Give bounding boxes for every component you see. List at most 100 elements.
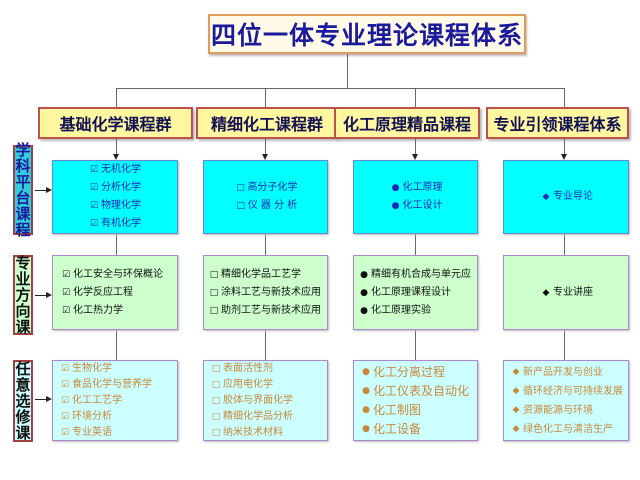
connector-col4 bbox=[564, 88, 565, 107]
circle-bullet-icon: ● bbox=[360, 305, 368, 316]
course-name: 高分子化学 bbox=[247, 182, 298, 193]
label-char: 意 bbox=[15, 376, 31, 394]
square-bullet-icon: □ bbox=[236, 183, 245, 193]
course-name: 专业讲座 bbox=[553, 286, 593, 298]
course-item: ●化工仪表及自动化 bbox=[359, 382, 477, 401]
course-item: ☑专业英语 bbox=[58, 425, 177, 441]
course-item: □应用电化学 bbox=[209, 377, 327, 393]
column-header-fine-chemical: 精细化工课程群 bbox=[196, 107, 338, 139]
connector-r2-r3-col1 bbox=[116, 330, 117, 360]
course-item: □精细化学品分析 bbox=[209, 409, 327, 425]
circle-bullet-icon: ● bbox=[391, 201, 400, 211]
label-char: 业 bbox=[15, 270, 31, 288]
connector-r1-r2-col4 bbox=[564, 234, 565, 255]
course-item: ☑化学反应工程 bbox=[59, 284, 177, 302]
connector-side-r3 bbox=[35, 399, 46, 400]
connector-r1-r2-col3 bbox=[415, 234, 416, 255]
cell-r2-fine-chemical: □ 精细化学品工艺学 □涂料工艺与新技术应用 □助剂工艺与新技术应用 bbox=[203, 255, 328, 330]
course-name: 纳米技术材料 bbox=[223, 426, 283, 438]
label-char: 任 bbox=[15, 360, 31, 378]
connector-r2-r3-col3 bbox=[415, 330, 416, 360]
course-item: □胶体与界面化学 bbox=[209, 393, 327, 409]
label-char: 课 bbox=[15, 424, 31, 442]
course-name: 胶体与界面化学 bbox=[223, 394, 293, 406]
checkbox-icon: ☑ bbox=[61, 269, 71, 280]
circle-bullet-icon: ● bbox=[362, 385, 370, 396]
course-name: 化工分离过程 bbox=[373, 364, 446, 379]
course-name: 精细化学品分析 bbox=[223, 410, 293, 422]
square-bullet-icon: □ bbox=[209, 305, 219, 316]
course-item: ◆资源能源与环境 bbox=[509, 401, 628, 420]
course-item: ●化工制图 bbox=[359, 401, 477, 420]
course-item: □助剂工艺与新技术应用 bbox=[207, 302, 327, 320]
course-item: ●化工分离过程 bbox=[359, 363, 477, 382]
course-item: ☑有机化学 bbox=[87, 215, 177, 233]
cell-r3-basic-chemistry: ☑生物化学 ☑食品化学与营养学 ☑化工工艺学 ☑环境分析 ☑专业英语 bbox=[52, 360, 178, 441]
course-item: ☑化工热力学 bbox=[59, 302, 177, 320]
square-bullet-icon: □ bbox=[211, 411, 221, 422]
connector-hdr-r1-col2 bbox=[265, 139, 266, 154]
column-header-basic-chemistry: 基础化学课程群 bbox=[38, 107, 193, 139]
diamond-bullet-icon: ◆ bbox=[512, 366, 520, 377]
cell-r1-professional-guide: ◆专业导论 bbox=[503, 160, 629, 234]
label-char: 向 bbox=[15, 302, 31, 320]
connector-col2 bbox=[265, 88, 266, 107]
checkbox-icon: ☑ bbox=[60, 411, 70, 422]
arrow-right-icon bbox=[46, 396, 52, 402]
square-bullet-icon: □ bbox=[211, 427, 221, 438]
square-bullet-icon: □ bbox=[211, 395, 221, 406]
label-char: 平 bbox=[15, 173, 31, 191]
label-char: 课 bbox=[15, 205, 31, 223]
course-name: 应用电化学 bbox=[223, 378, 273, 390]
checkbox-icon: ☑ bbox=[60, 363, 70, 374]
course-name: 化工设备 bbox=[373, 421, 422, 436]
diamond-bullet-icon: ◆ bbox=[512, 423, 520, 434]
arrow-right-icon bbox=[46, 292, 52, 298]
connector-side-r1 bbox=[35, 190, 46, 191]
course-name: 专业英语 bbox=[72, 426, 112, 438]
checkbox-icon: ☑ bbox=[61, 305, 71, 316]
label-char: 课 bbox=[15, 318, 31, 336]
course-item: ☑化工工艺学 bbox=[58, 393, 177, 409]
course-name: 生物化学 bbox=[72, 362, 112, 374]
connector-col3 bbox=[415, 88, 416, 107]
course-name: 精细化学品工艺学 bbox=[221, 268, 301, 280]
course-item: □涂料工艺与新技术应用 bbox=[207, 284, 327, 302]
cell-r2-basic-chemistry: ☑化工安全与环保概论 ☑化学反应工程 ☑化工热力学 bbox=[52, 255, 178, 330]
label-char: 学 bbox=[15, 141, 31, 159]
course-item: ☑化工安全与环保概论 bbox=[59, 266, 177, 284]
diamond-bullet-icon: ◆ bbox=[542, 287, 550, 298]
arrow-down-icon bbox=[113, 154, 119, 160]
diagram-title: 四位一体专业理论课程体系 bbox=[208, 14, 526, 54]
connector-hdr-r1-col1 bbox=[116, 139, 117, 154]
course-name: 助剂工艺与新技术应用 bbox=[221, 304, 321, 316]
course-item: ●化工设计 bbox=[354, 197, 477, 215]
checkbox-icon: ☑ bbox=[60, 427, 70, 438]
course-item: ◆新产品开发与创业 bbox=[509, 363, 628, 382]
course-item: □仪 器 分 析 bbox=[204, 197, 327, 215]
course-name: 化工设计 bbox=[402, 200, 443, 211]
course-name: 化工安全与环保概论 bbox=[73, 268, 163, 280]
cell-r1-basic-chemistry: ☑无机化学 ☑分析化学 ☑物理化学 ☑有机化学 bbox=[52, 160, 178, 234]
course-name: 化工原理 bbox=[402, 182, 443, 193]
connector-r2-r3-col4 bbox=[564, 330, 565, 360]
course-item: ●化工原理实验 bbox=[357, 302, 477, 320]
course-name: 化工制图 bbox=[373, 402, 422, 417]
course-item: ●化工原理课程设计 bbox=[357, 284, 477, 302]
course-item: ☑食品化学与营养学 bbox=[58, 377, 177, 393]
course-name: 表面活性剂 bbox=[223, 362, 273, 374]
circle-bullet-icon: ● bbox=[362, 366, 370, 377]
checkbox-icon: ☑ bbox=[89, 219, 99, 229]
course-item: ◆专业讲座 bbox=[504, 284, 628, 302]
cell-r3-chem-principles: ●化工分离过程 ●化工仪表及自动化 ●化工制图 ●化工设备 bbox=[353, 360, 478, 441]
label-char: 台 bbox=[15, 189, 31, 207]
column-header-chem-principles: 化工原理精品课程 bbox=[334, 107, 480, 139]
connector-side-r2 bbox=[35, 295, 46, 296]
course-name: 仪 器 分 析 bbox=[247, 200, 298, 211]
circle-bullet-icon: ● bbox=[362, 423, 370, 434]
diamond-bullet-icon: ◆ bbox=[512, 404, 520, 415]
cell-r2-chem-principles: ●精细有机合成与单元应 ●化工原理课程设计 ●化工原理实验 bbox=[353, 255, 478, 330]
course-name: 化工原理课程设计 bbox=[371, 286, 451, 298]
course-name: 涂料工艺与新技术应用 bbox=[221, 286, 321, 298]
course-item: ●精细有机合成与单元应 bbox=[357, 266, 477, 284]
